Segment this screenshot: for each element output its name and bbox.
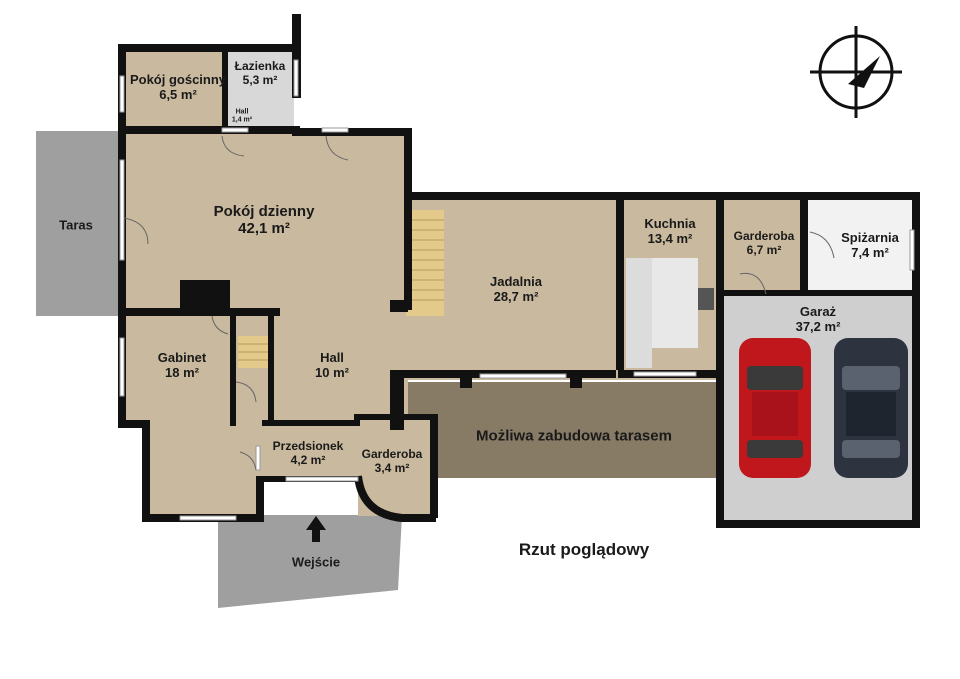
room-name: Pokój dzienny xyxy=(213,202,315,220)
cooktop xyxy=(698,288,714,310)
room-area: 13,4 m² xyxy=(647,231,693,246)
room-name: Hall xyxy=(235,108,249,116)
area-possible-terrace: Możliwa zabudowa tarasem xyxy=(476,427,672,445)
room-name: Garderoba xyxy=(733,229,795,244)
area-wejscie: Wejście xyxy=(291,554,341,570)
room-pokoj-goscinny: Pokój gościnny 6,5 m² xyxy=(129,72,227,103)
room-garderoba-2: Garderoba 3,4 m² xyxy=(361,447,423,476)
room-jadalnia: Jadalnia 28,7 m² xyxy=(489,274,543,305)
room-name: Spiżarnia xyxy=(841,230,899,246)
room-name: Garderoba xyxy=(361,447,423,462)
room-pokoj-dzienny: Pokój dzienny 42,1 m² xyxy=(214,203,315,238)
door-swings xyxy=(123,135,835,471)
room-name: Pokój gościnny xyxy=(129,72,227,88)
room-area: 28,7 m² xyxy=(493,289,539,304)
room-przedsionek: Przedsionek 4,2 m² xyxy=(272,439,344,468)
room-gabinet: Gabinet 18 m² xyxy=(157,350,207,381)
kitchen-worktop xyxy=(626,258,652,368)
stairs-small xyxy=(238,336,272,368)
room-area: 1,4 m² xyxy=(231,116,253,123)
room-area: 18 m² xyxy=(165,365,199,380)
room-area: 4,2 m² xyxy=(290,453,326,467)
room-name: Łazienka xyxy=(234,59,286,74)
room-name: Przedsionek xyxy=(272,439,344,454)
room-area: 3,4 m² xyxy=(374,461,410,475)
compass-icon xyxy=(810,26,902,118)
room-hall-small: Hall 1,4 m² xyxy=(232,108,252,123)
taras-area xyxy=(36,131,124,316)
room-kuchnia: Kuchnia 13,4 m² xyxy=(644,216,696,247)
entrance-arrow-icon xyxy=(306,516,326,542)
room-area: 37,2 m² xyxy=(795,319,841,334)
room-lazienka: Łazienka 5,3 m² xyxy=(234,59,286,88)
plan-caption: Rzut poglądowy xyxy=(518,540,650,560)
room-garderoba-1: Garderoba 6,7 m² xyxy=(733,229,795,258)
room-name: Garaż xyxy=(799,304,837,320)
room-area: 5,3 m² xyxy=(242,73,278,87)
room-name: Jadalnia xyxy=(489,274,543,290)
garderoba-curved-wall xyxy=(354,475,436,522)
stairs-main xyxy=(406,210,444,316)
room-hall: Hall 10 m² xyxy=(315,350,349,381)
possible-terrace-area xyxy=(404,382,718,478)
car-red xyxy=(739,338,811,478)
room-garaz: Garaż 37,2 m² xyxy=(795,304,841,335)
car-dark xyxy=(834,338,908,478)
room-area: 6,5 m² xyxy=(159,87,197,102)
pantry-floor xyxy=(806,200,916,294)
room-area: 7,4 m² xyxy=(851,245,889,260)
room-name: Gabinet xyxy=(157,350,207,366)
room-spizarnia: Spiżarnia 7,4 m² xyxy=(841,230,899,261)
room-area: 6,7 m² xyxy=(746,243,782,257)
area-taras: Taras xyxy=(59,217,93,233)
room-area: 42,1 m² xyxy=(238,220,290,237)
kitchen-counter xyxy=(652,258,698,348)
room-name: Hall xyxy=(320,350,344,366)
windows xyxy=(119,59,915,521)
wejscie-area xyxy=(218,515,402,608)
room-area: 10 m² xyxy=(315,365,349,380)
room-name: Kuchnia xyxy=(644,216,696,232)
